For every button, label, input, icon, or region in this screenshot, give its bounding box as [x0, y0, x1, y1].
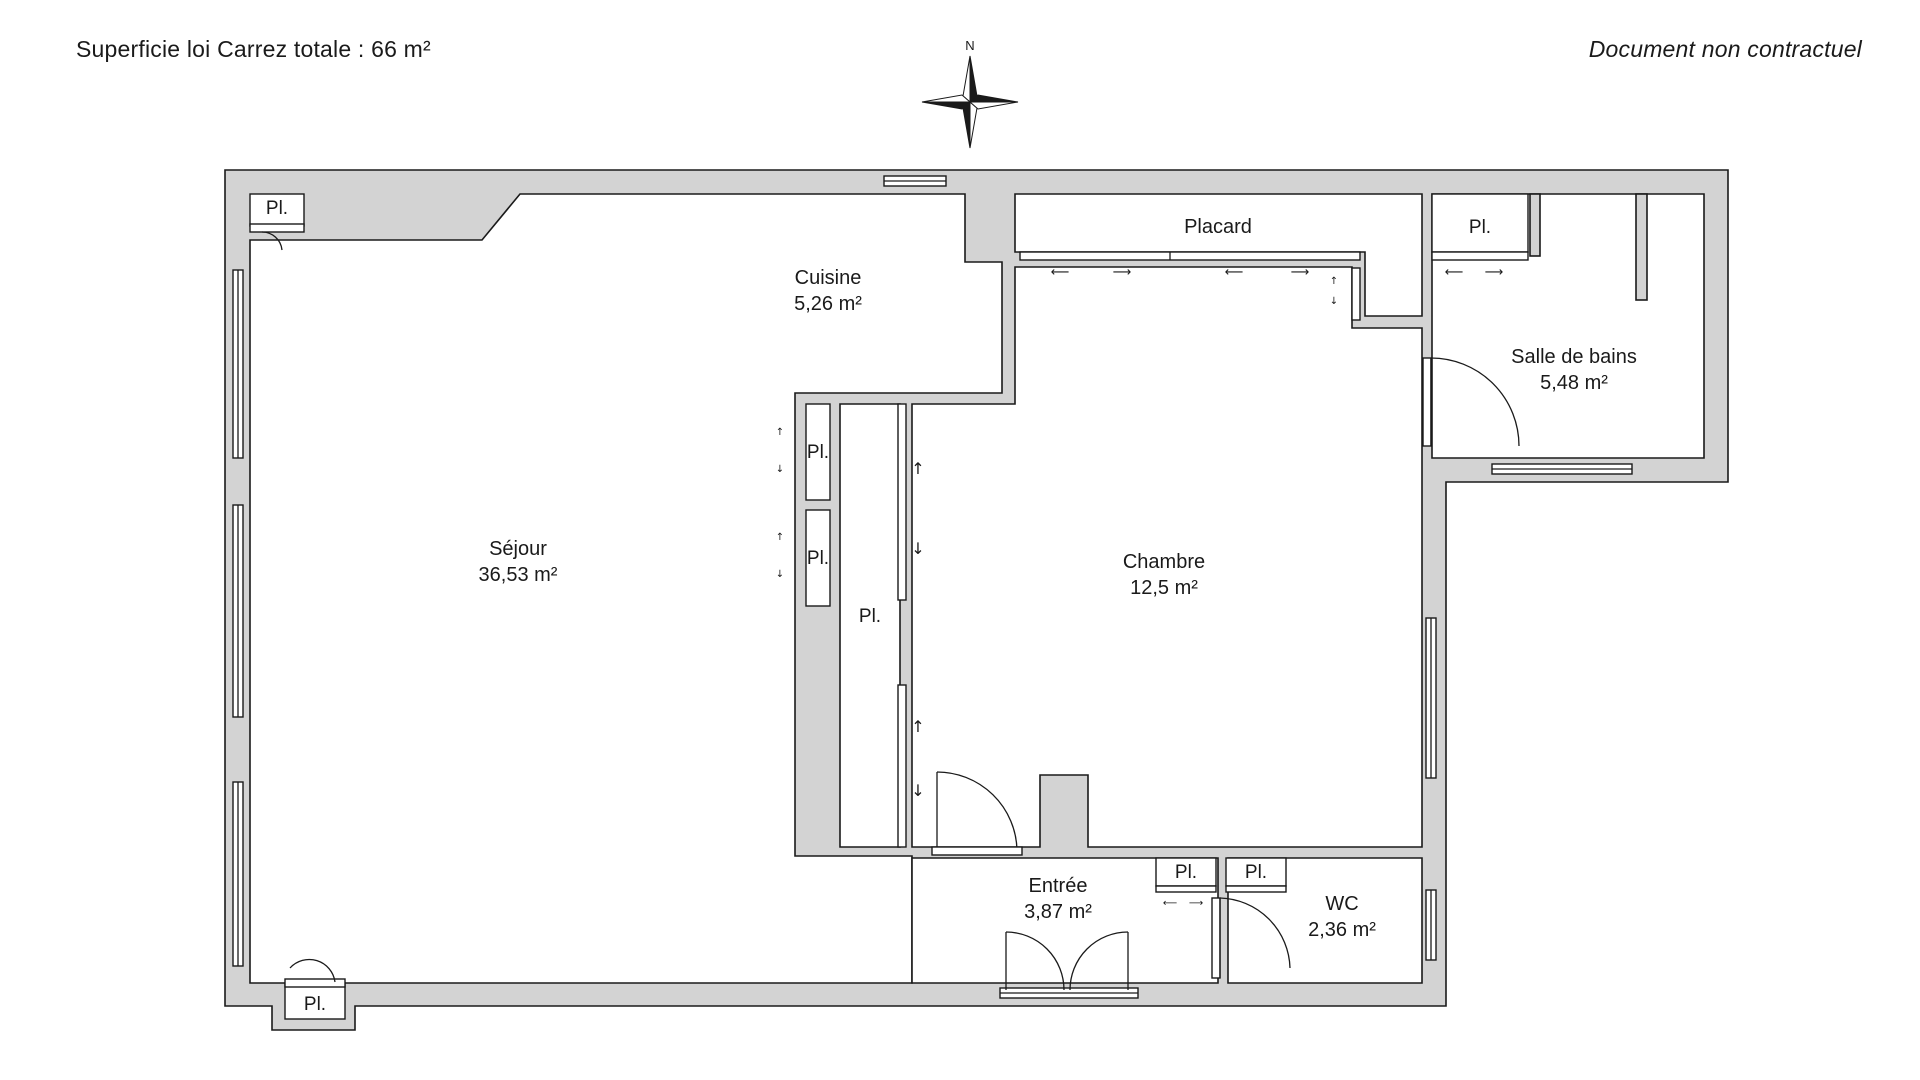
sliding-door-tracks: [249, 223, 1529, 988]
closet-pl-bathroom: [1431, 193, 1529, 253]
compass-north-label: N: [965, 38, 974, 53]
pl-label-entree1: Pl.: [1175, 862, 1197, 883]
room-area-chambre: 12,5 m²: [1130, 577, 1198, 599]
room-placard: [1014, 193, 1423, 317]
closet-pl-entree1: [1155, 857, 1217, 887]
pl-label-column: Pl.: [859, 606, 881, 627]
room-label-placard: Placard: [1184, 216, 1252, 238]
room-area-salle-de-bains: 5,48 m²: [1540, 372, 1608, 394]
room-label-cuisine: Cuisine: [795, 267, 862, 289]
svg-text:↓: ↓: [776, 464, 784, 475]
pl-label-bathroom: Pl.: [1469, 217, 1491, 238]
pl-label-mid1: Pl.: [807, 442, 829, 463]
room-area-entree: 3,87 m²: [1024, 901, 1092, 923]
closet-pl-mid2: [805, 509, 831, 607]
pl-label-bottomleft: Pl.: [304, 994, 326, 1015]
svg-text:↑: ↑: [1330, 276, 1338, 287]
room-chambre: [911, 266, 1423, 848]
room-area-sejour: 36,53 m²: [479, 564, 558, 586]
room-label-salle-de-bains: Salle de bains: [1511, 346, 1637, 368]
bathroom-partition-a: [1529, 193, 1541, 257]
svg-text:⟶: ⟶: [1485, 265, 1504, 280]
svg-text:⟵: ⟵: [1051, 265, 1070, 280]
svg-text:↓: ↓: [1330, 296, 1338, 307]
bathroom-partition-b: [1635, 193, 1648, 301]
svg-text:↑: ↑: [911, 717, 924, 736]
room-label-sejour: Séjour: [489, 538, 547, 560]
room-entree: [911, 857, 1219, 984]
disclaimer-label: Document non contractuel: [1588, 36, 1862, 62]
svg-text:↓: ↓: [911, 539, 924, 558]
closet-pl-mid1: [805, 403, 831, 501]
svg-text:⟵: ⟵: [1445, 265, 1464, 280]
svg-text:⟵: ⟵: [1163, 898, 1177, 909]
pl-label-topleft: Pl.: [266, 198, 288, 219]
compass-rose-icon: N: [921, 38, 1019, 149]
room-sejour-cuisine: [249, 193, 1003, 984]
windows: [232, 175, 1633, 999]
room-label-entree: Entrée: [1029, 875, 1088, 897]
svg-text:⟶: ⟶: [1113, 265, 1132, 280]
svg-text:↓: ↓: [776, 569, 784, 580]
svg-text:↑: ↑: [776, 532, 784, 543]
svg-text:⟵: ⟵: [1225, 265, 1244, 280]
total-surface-label: Superficie loi Carrez totale : 66 m²: [76, 36, 431, 62]
svg-text:⟶: ⟶: [1189, 898, 1203, 909]
room-label-wc: WC: [1325, 893, 1358, 915]
svg-text:↓: ↓: [911, 781, 924, 800]
svg-text:↑: ↑: [911, 459, 924, 478]
pl-label-mid2: Pl.: [807, 548, 829, 569]
doors: [261, 231, 1520, 991]
sliding-arrows: ⟵ ⟶ ⟵ ⟶ ⟵ ⟶ ↑ ↓ ↑ ↓ ↑ ↓ ↑ ↓ ↑ ↓ ⟵ ⟶: [776, 265, 1504, 909]
svg-text:⟶: ⟶: [1291, 265, 1310, 280]
room-area-wc: 2,36 m²: [1308, 919, 1376, 941]
room-area-cuisine: 5,26 m²: [794, 293, 862, 315]
svg-text:↑: ↑: [776, 427, 784, 438]
room-label-chambre: Chambre: [1123, 551, 1205, 573]
closet-pl-bottomleft: [284, 982, 346, 1020]
pl-label-entree2: Pl.: [1245, 862, 1267, 883]
